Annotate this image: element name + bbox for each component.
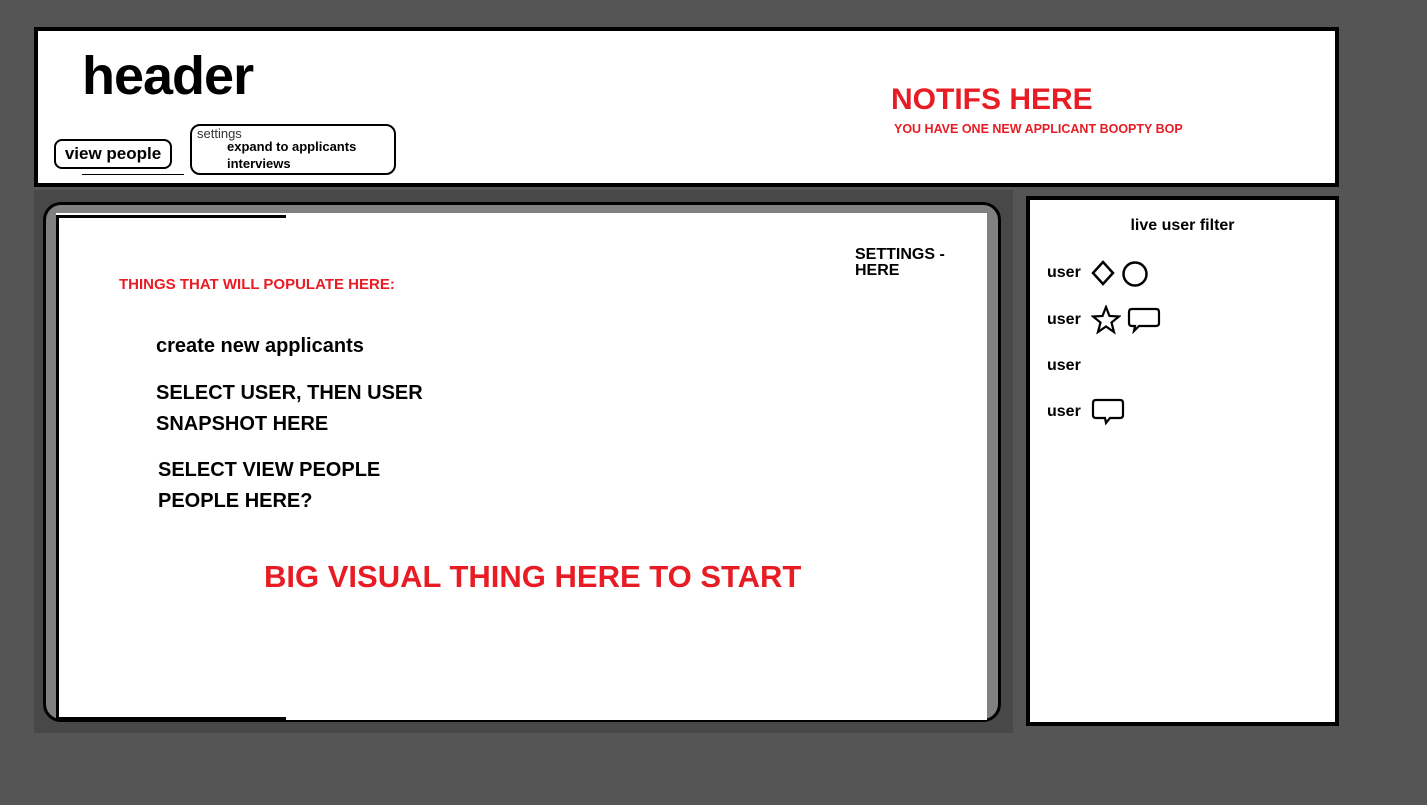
header-panel: header view people settings expand to ap… bbox=[34, 27, 1339, 187]
create-applicants-item[interactable]: create new applicants bbox=[156, 335, 364, 357]
settings-menu-label: settings bbox=[197, 126, 242, 141]
notification-message[interactable]: YOU HAVE ONE NEW APPLICANT BOOPTY BOP bbox=[894, 122, 1183, 136]
page-title: header bbox=[82, 46, 254, 106]
circle-icon bbox=[1122, 261, 1148, 287]
user-row[interactable]: user bbox=[1047, 397, 1131, 427]
user-row[interactable]: user bbox=[1047, 305, 1167, 335]
user-row[interactable]: user bbox=[1047, 351, 1091, 381]
user-label: user bbox=[1047, 264, 1081, 281]
populate-label: THINGS THAT WILL POPULATE HERE: bbox=[119, 276, 395, 293]
notifications-title: NOTIFS HERE bbox=[891, 83, 1093, 116]
select-view-people-item[interactable]: SELECT VIEW PEOPLE PEOPLE HERE? bbox=[158, 459, 381, 512]
view-people-underline bbox=[82, 174, 184, 175]
filter-title: live user filter bbox=[1130, 217, 1235, 234]
speech-bubble-icon bbox=[1127, 307, 1161, 334]
user-label: user bbox=[1047, 403, 1081, 420]
menu-item-interviews[interactable]: interviews bbox=[227, 156, 291, 171]
settings-menu[interactable]: settings expand to applicants interviews bbox=[190, 124, 396, 175]
big-visual-placeholder: BIG VISUAL THING HERE TO START bbox=[264, 559, 802, 594]
live-user-filter-panel: live user filter user user user user bbox=[1026, 196, 1339, 726]
view-people-button[interactable]: view people bbox=[54, 139, 172, 169]
user-label: user bbox=[1047, 357, 1081, 374]
star-icon bbox=[1091, 305, 1121, 335]
diamond-icon bbox=[1091, 260, 1115, 286]
speech-bubble-icon bbox=[1091, 398, 1125, 426]
main-content-border bbox=[56, 215, 286, 720]
user-label: user bbox=[1047, 311, 1081, 328]
select-user-item[interactable]: SELECT USER, THEN USER SNAPSHOT HERE bbox=[156, 382, 423, 435]
main-panel: SETTINGS - HERE THINGS THAT WILL POPULAT… bbox=[34, 190, 1013, 733]
main-content-area: SETTINGS - HERE THINGS THAT WILL POPULAT… bbox=[56, 213, 987, 720]
menu-item-expand-applicants[interactable]: expand to applicants bbox=[227, 139, 357, 154]
settings-link[interactable]: SETTINGS - HERE bbox=[855, 246, 945, 279]
user-row[interactable]: user bbox=[1047, 258, 1155, 288]
